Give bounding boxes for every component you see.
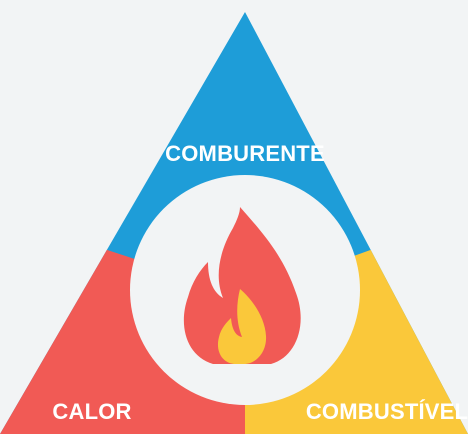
- comburente-label: COMBURENTE: [165, 141, 325, 166]
- combustivel-label: COMBUSTÍVEL: [306, 399, 468, 424]
- flame-icon: [183, 207, 301, 364]
- calor-label: CALOR: [52, 399, 131, 424]
